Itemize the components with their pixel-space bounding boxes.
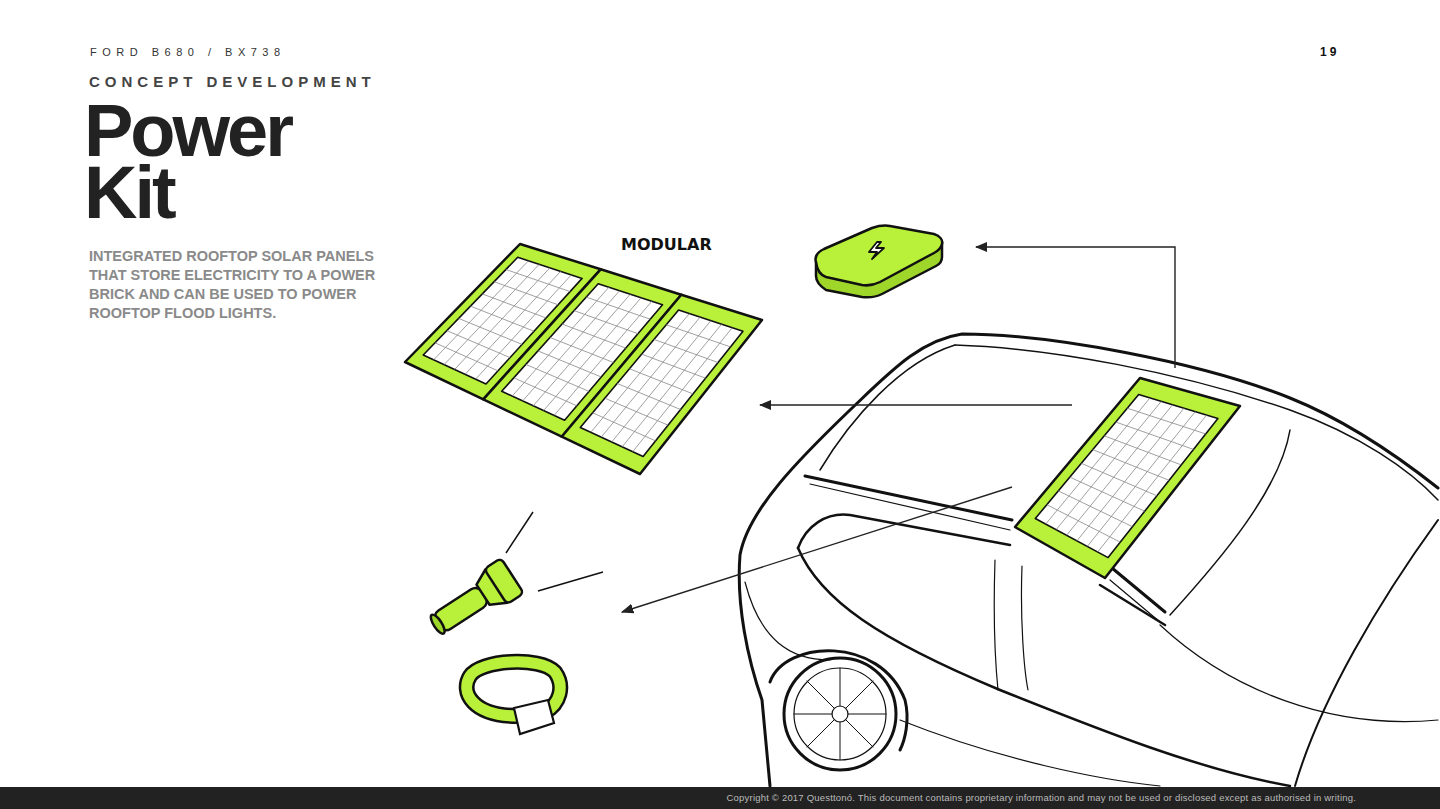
cell-grid: [591, 314, 732, 452]
power-brick: [815, 226, 942, 298]
section-heading: CONCEPT DEVELOPMENT: [89, 73, 509, 91]
description: INTEGRATED ROOFTOP SOLAR PANELS THAT STO…: [89, 247, 389, 323]
light-ray: [506, 512, 603, 591]
panel-frame: [1015, 378, 1240, 578]
solar-cells: [1035, 394, 1218, 557]
roof-solar-panel: [1015, 378, 1240, 578]
callout-label: MODULAR: [621, 235, 751, 255]
cell-grid: [1046, 398, 1207, 552]
project-code: FORD B680 / BX738: [90, 45, 490, 59]
page-number: 19: [1320, 45, 1380, 59]
solar-cells: [580, 310, 743, 456]
slide-title: Power Kit: [84, 100, 324, 224]
panel-frame: [562, 295, 762, 474]
modular-solar-panels: [405, 244, 762, 474]
footer-bar: [0, 787, 1440, 809]
copyright-note: Copyright © 2017 Questtonó. This documen…: [727, 792, 1356, 804]
head-strap: [467, 662, 560, 734]
flashlight: [423, 558, 524, 644]
car-outline: [739, 334, 1438, 786]
